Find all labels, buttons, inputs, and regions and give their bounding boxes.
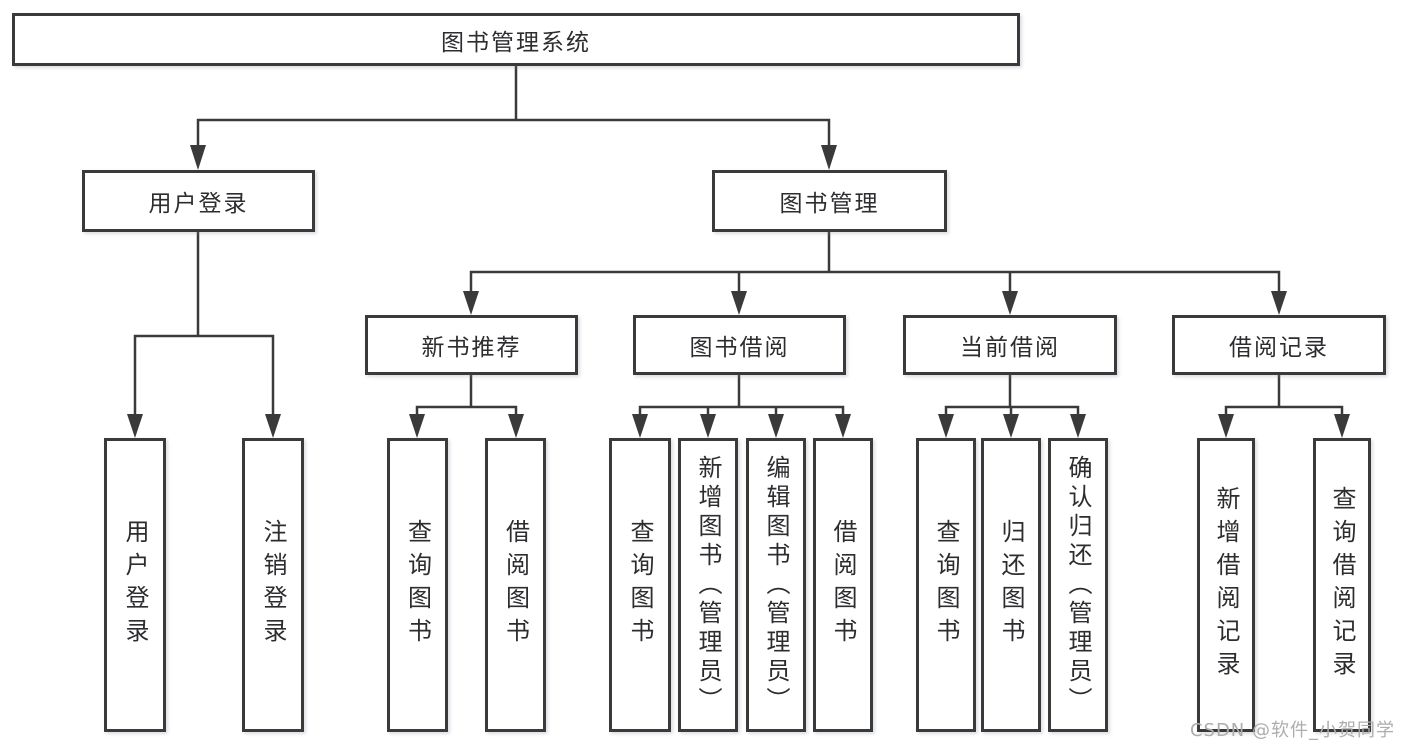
node-book-management: 图书管理 xyxy=(712,170,947,232)
leaf-edit-book-admin: 编辑图书（管理员） xyxy=(746,438,806,732)
leaf-return-book: 归还图书 xyxy=(981,438,1041,732)
leaf-query-borrowing-record: 查询借阅记录 xyxy=(1313,438,1371,732)
node-borrowing-records: 借阅记录 xyxy=(1172,315,1386,375)
csdn-watermark: CSDN @软件_小贺同学 xyxy=(1189,720,1395,741)
leaf-borrow-books-recommend: 借阅图书 xyxy=(485,438,546,732)
node-book-borrowing: 图书借阅 xyxy=(633,315,846,375)
leaf-logout: 注销登录 xyxy=(242,438,304,732)
node-user-login: 用户登录 xyxy=(82,170,315,232)
leaf-confirm-return-admin: 确认归还（管理员） xyxy=(1048,438,1108,732)
leaf-query-books-recommend: 查询图书 xyxy=(387,438,448,732)
leaf-user-login: 用户登录 xyxy=(104,438,166,732)
leaf-add-book-admin: 新增图书（管理员） xyxy=(678,438,738,732)
leaf-add-borrowing-record: 新增借阅记录 xyxy=(1197,438,1255,732)
leaf-query-books-current: 查询图书 xyxy=(916,438,976,732)
leaf-borrow-books: 借阅图书 xyxy=(813,438,873,732)
node-current-borrowing: 当前借阅 xyxy=(903,315,1117,375)
node-new-book-recommendation: 新书推荐 xyxy=(365,315,578,375)
leaf-query-books-borrowing: 查询图书 xyxy=(609,438,671,732)
node-library-management-system: 图书管理系统 xyxy=(12,13,1020,66)
arrowheads xyxy=(127,145,1350,438)
